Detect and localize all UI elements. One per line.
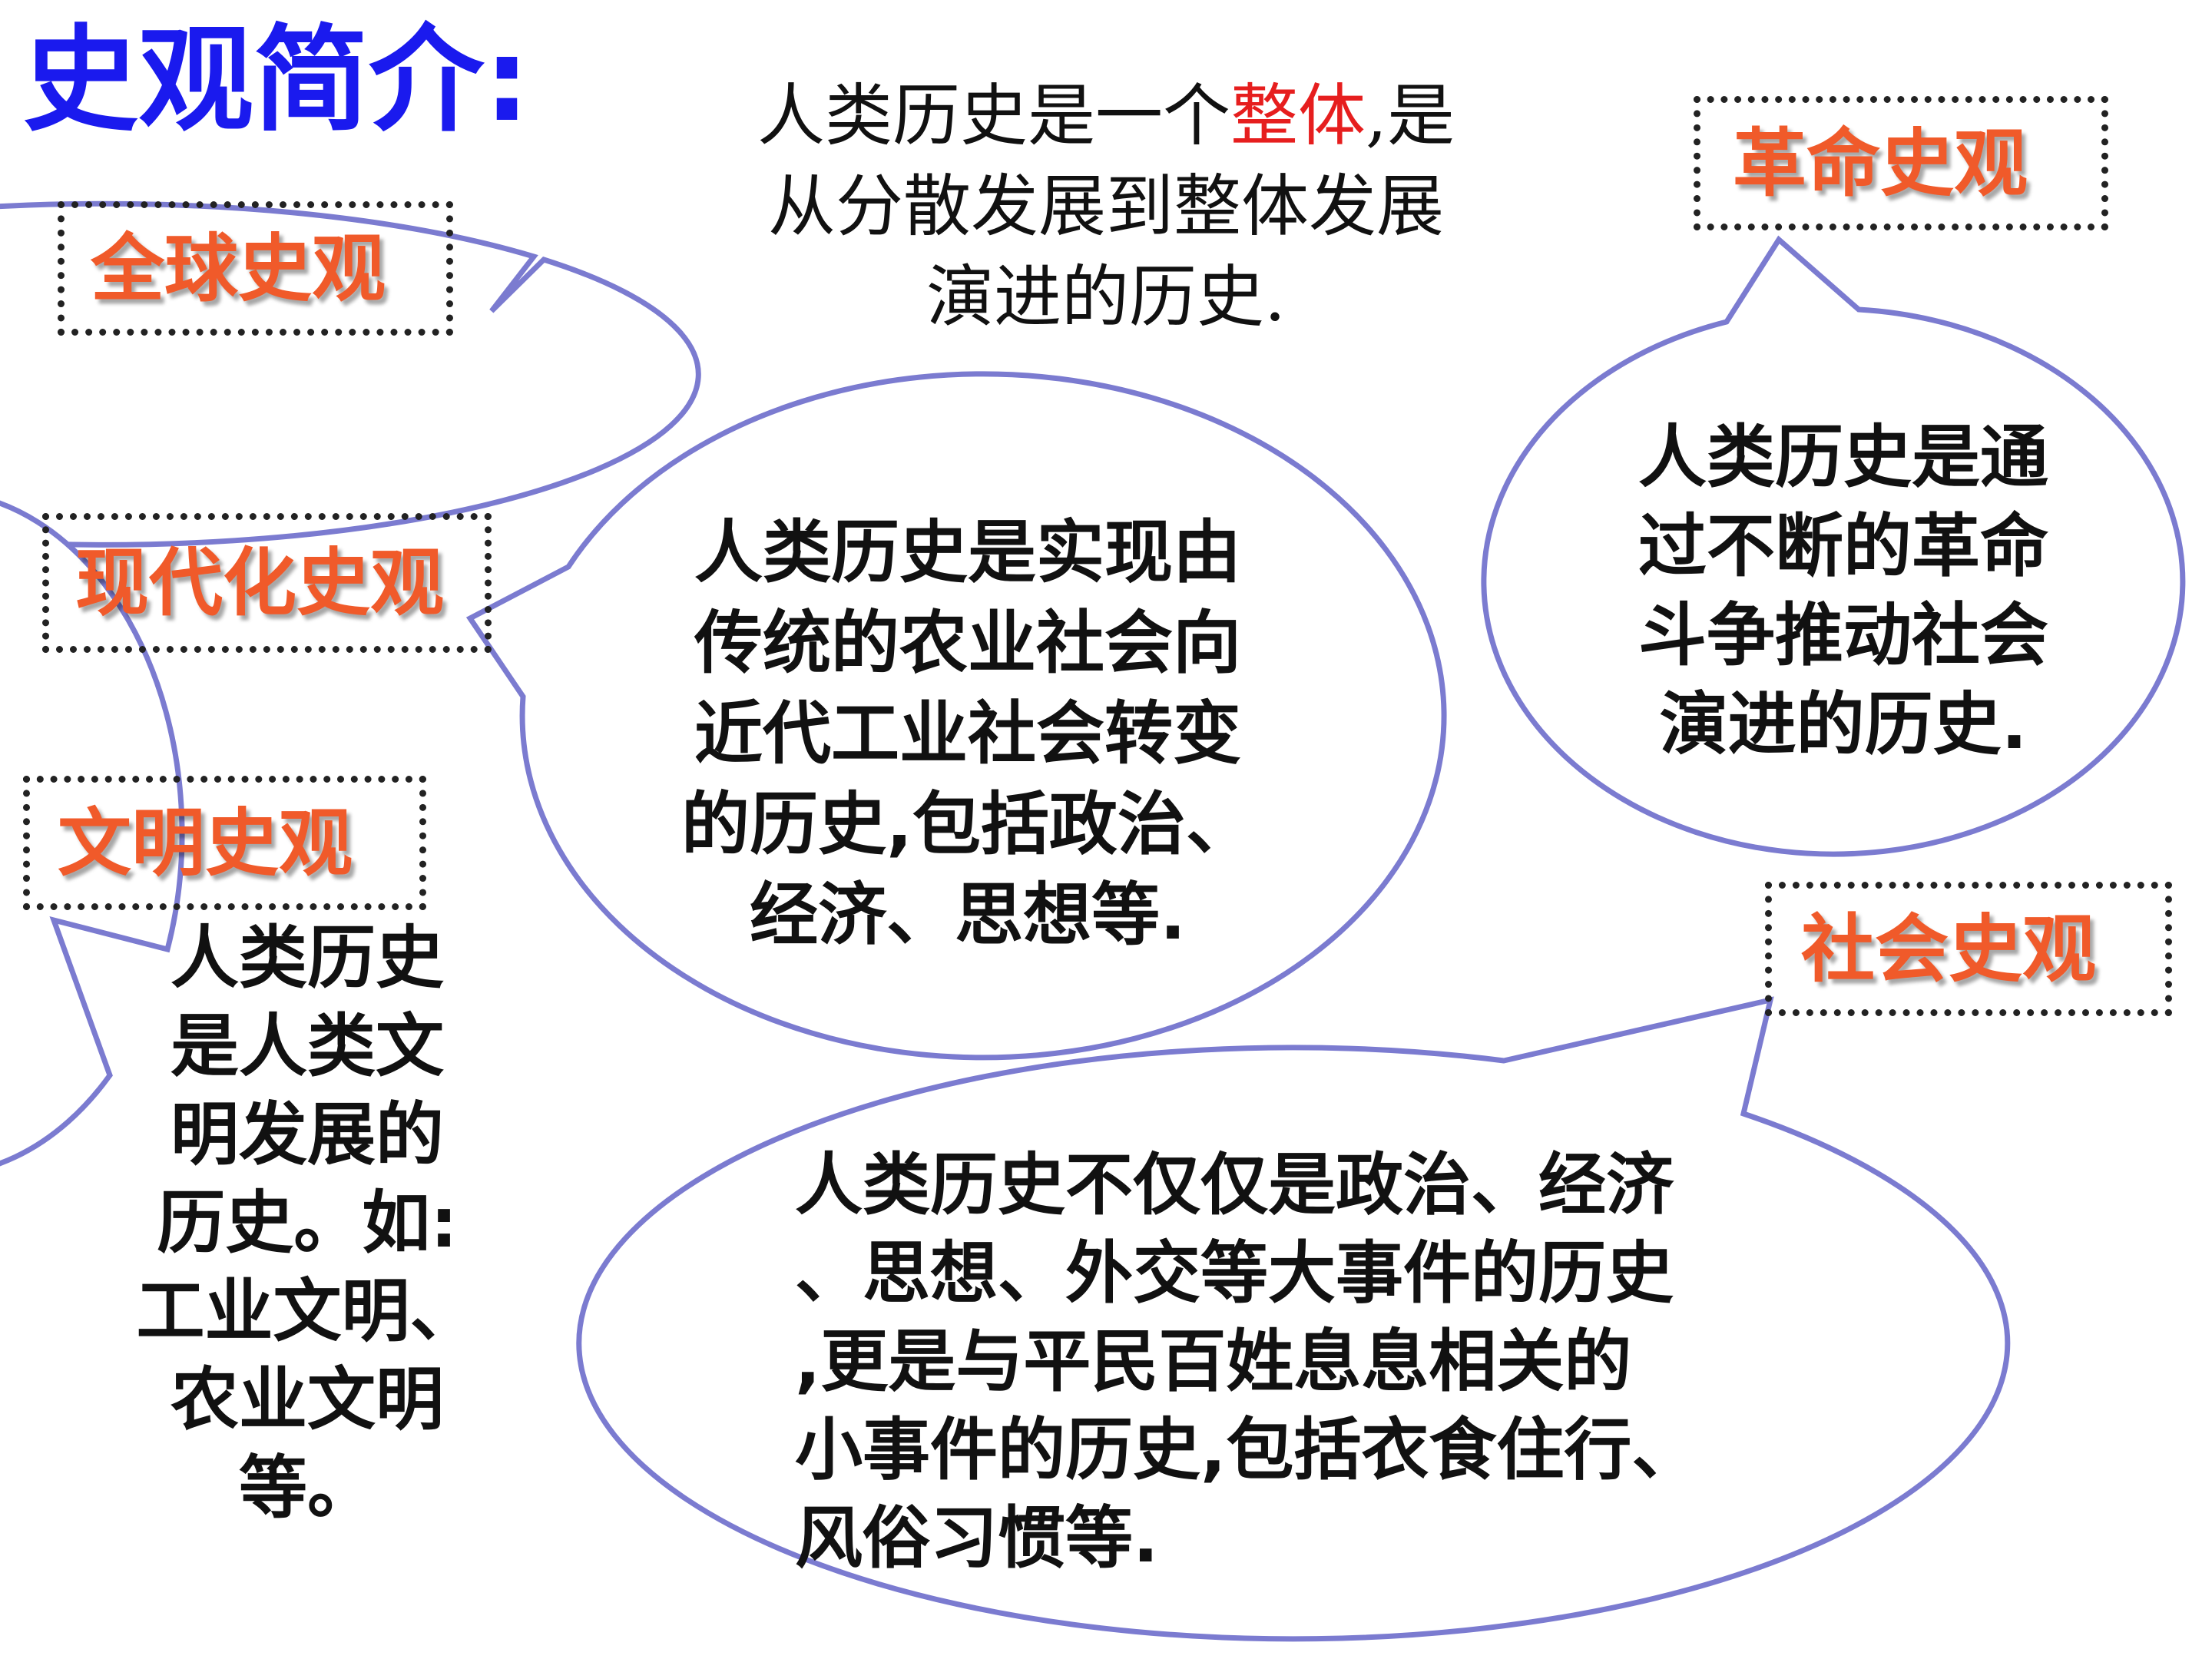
civilization-line-4: 历史。如: [157, 1183, 458, 1263]
revolution-bubble-text: 人类历史是通 过不断的革命 斗争推动社会 演进的历史. [1582, 412, 2104, 769]
global-line-1: 人类历史是一个整体,是 [757, 76, 1455, 155]
global-line-2: 从分散发展到整体发展 [767, 167, 1444, 246]
modernization-bubble-text: 人类历史是实现由 传统的农业社会向 近代工业社会转变 的历史,包括政治、 经济、… [584, 507, 1352, 960]
modernization-line-3: 近代工业社会转变 [694, 694, 1241, 773]
revolution-line-3: 斗争推动社会 [1638, 595, 2048, 675]
civilization-line-2: 是人类文 [171, 1006, 444, 1086]
civilization-bubble-text: 人类历史 是人类文 明发展的 历史。如: 工业文明、 农业文明 等。 [123, 914, 492, 1532]
modernization-line-4: 的历史,包括政治、 [681, 784, 1254, 864]
social-line-1: 人类历史不仅仅是政治、经济 [795, 1145, 1674, 1224]
label-revolution-text: 革命史观 [1733, 120, 2028, 207]
revolution-line-4: 演进的历史. [1659, 684, 2028, 764]
social-bubble-text: 人类历史不仅仅是政治、经济 、思想、外交等大事件的历史 ,更是与平民百姓息息相关… [795, 1141, 1793, 1582]
global-highlight-word: 整体 [1230, 76, 1366, 155]
label-global-history: 全球史观 [58, 201, 453, 336]
label-revolution-history: 革命史观 [1694, 96, 2108, 230]
label-modernization-text: 现代化史观 [75, 540, 444, 626]
page-title: 史观简介: [23, 14, 530, 147]
label-global-text: 全球史观 [91, 225, 386, 312]
civilization-line-7: 等。 [239, 1448, 376, 1528]
modernization-line-1: 人类历史是实现由 [694, 512, 1241, 592]
civilization-line-1: 人类历史 [171, 918, 444, 998]
revolution-line-2: 过不断的革命 [1638, 506, 2048, 586]
label-social-text: 社会史观 [1801, 906, 2096, 992]
modernization-bubble-shape [465, 371, 1447, 1061]
civilization-line-6: 农业文明 [171, 1359, 444, 1439]
revolution-line-1: 人类历史是通 [1638, 417, 2048, 497]
modernization-line-2: 传统的农业社会向 [694, 603, 1241, 683]
revolution-bubble-shape [1481, 235, 2186, 857]
global-bubble-shape [0, 200, 701, 548]
civilization-line-5: 工业文明、 [136, 1271, 478, 1351]
label-modernization-history: 现代化史观 [42, 513, 492, 653]
civilization-line-3: 明发展的 [171, 1094, 444, 1174]
social-line-3: ,更是与平民百姓息息相关的 [795, 1322, 1632, 1401]
social-bubble-shape [576, 996, 2011, 1642]
modernization-line-5: 经济、思想等. [750, 875, 1186, 955]
global-line-3: 演进的历史. [926, 257, 1286, 336]
social-line-2: 、思想、外交等大事件的历史 [795, 1233, 1674, 1313]
social-line-4: 小事件的历史,包括衣食住行、 [795, 1410, 1700, 1489]
global-bubble-text: 人类历史是一个整体,是 从分散发展到整体发展 演进的历史. [630, 71, 1582, 343]
label-civilization-history: 文明史观 [23, 776, 426, 910]
civilization-bubble-shape [0, 500, 185, 1167]
label-social-history: 社会史观 [1765, 882, 2172, 1016]
social-line-5: 风俗习惯等. [795, 1498, 1159, 1578]
label-civilization-text: 文明史观 [58, 800, 353, 886]
